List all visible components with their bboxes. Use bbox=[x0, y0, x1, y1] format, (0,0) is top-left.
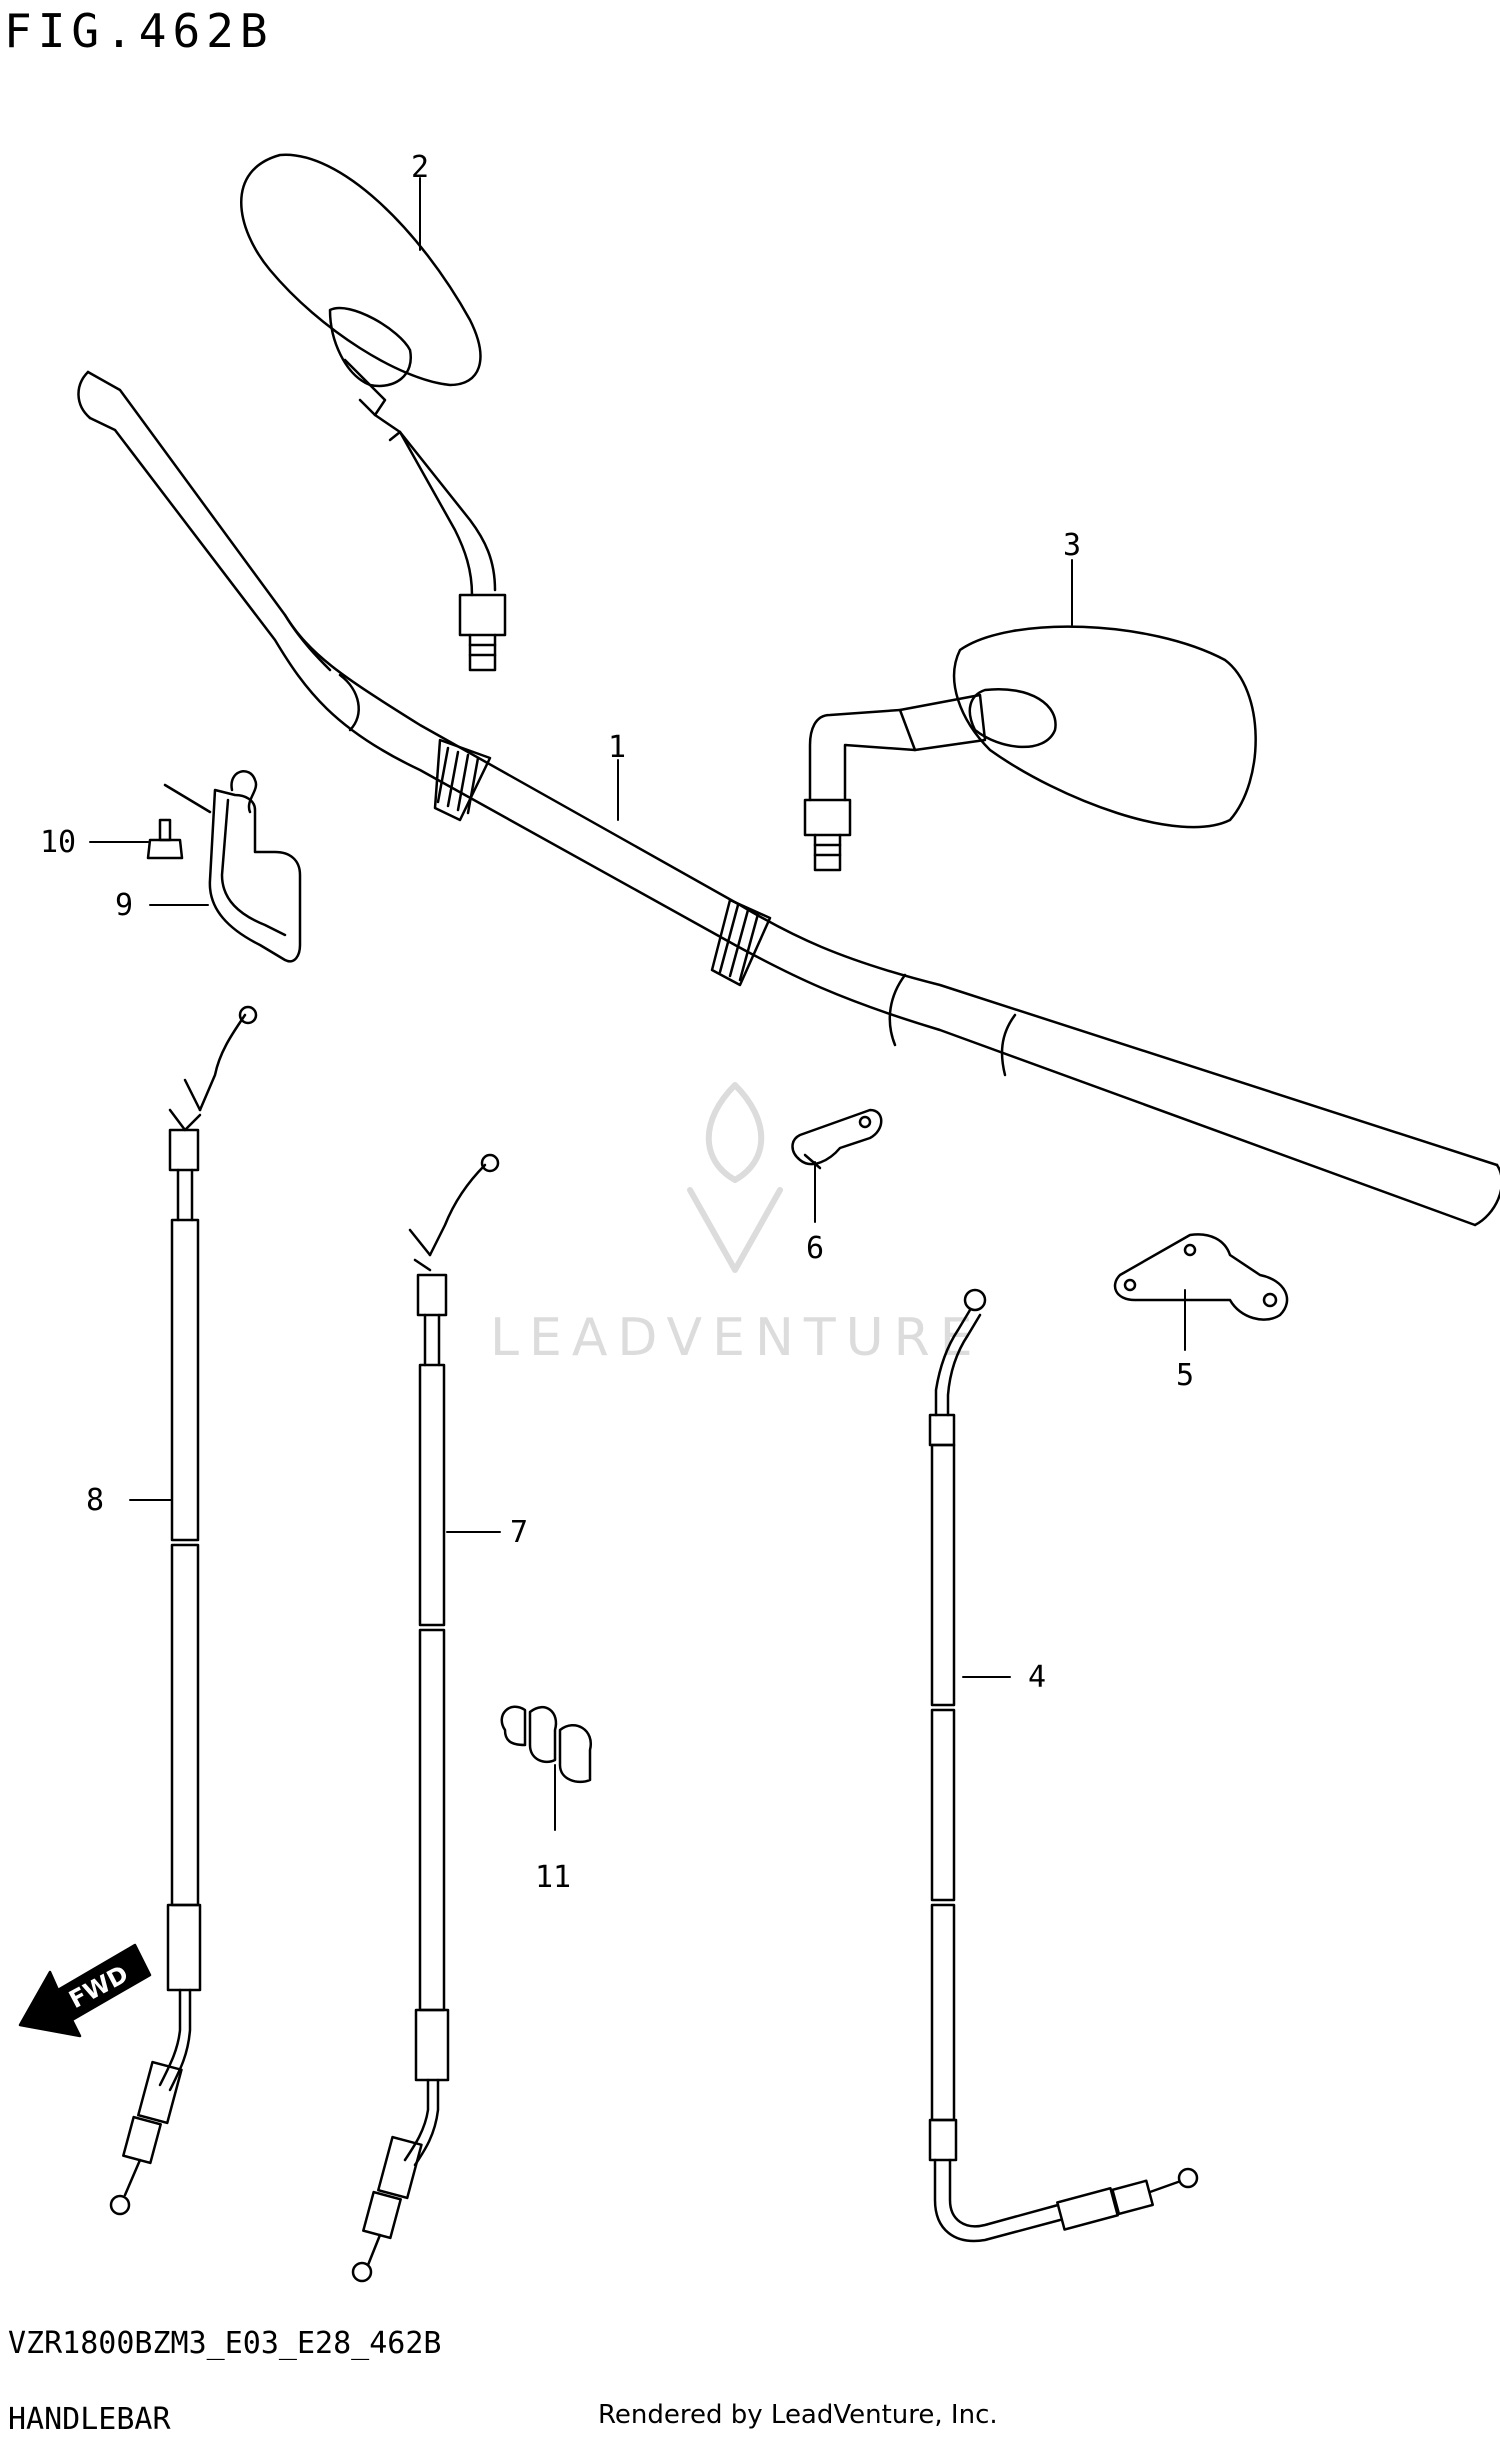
leader-lines bbox=[89, 177, 1186, 1831]
callout-9: 9 bbox=[115, 888, 133, 923]
model-code: VZR1800BZM3_E03_E28_462B bbox=[8, 2326, 442, 2361]
figure-title: FIG.462B bbox=[4, 4, 274, 58]
figure-name: HANDLEBAR bbox=[8, 2402, 171, 2437]
handlebar bbox=[77, 370, 1500, 1227]
callout-3: 3 bbox=[1063, 528, 1081, 563]
watermark-logo bbox=[687, 1082, 783, 1273]
callout-11: 11 bbox=[535, 1860, 571, 1895]
callout-8: 8 bbox=[86, 1483, 104, 1518]
screw bbox=[146, 818, 184, 860]
throttle-cable-return bbox=[351, 1153, 500, 2283]
cable-clip bbox=[500, 1705, 593, 1784]
leader-9-10 bbox=[163, 783, 212, 814]
callout-1: 1 bbox=[608, 730, 626, 765]
callout-7: 7 bbox=[510, 1515, 528, 1550]
throttle-cable-pull bbox=[109, 1005, 258, 2216]
mirror-left bbox=[240, 153, 507, 672]
mirror-right bbox=[803, 625, 1257, 872]
rendered-by-credit: Rendered by LeadVenture, Inc. bbox=[598, 2400, 998, 2430]
watermark-text: LEADVENTURE bbox=[490, 1308, 983, 1368]
callout-4: 4 bbox=[1028, 1660, 1046, 1695]
callout-2: 2 bbox=[411, 150, 429, 185]
bracket bbox=[1113, 1233, 1289, 1321]
callout-5: 5 bbox=[1176, 1358, 1194, 1393]
callout-10: 10 bbox=[40, 825, 76, 860]
clamp bbox=[791, 1108, 883, 1170]
callout-6: 6 bbox=[806, 1231, 824, 1266]
fwd-arrow bbox=[18, 1943, 152, 2038]
label bbox=[208, 770, 302, 963]
clutch-cable bbox=[928, 1288, 1199, 2243]
